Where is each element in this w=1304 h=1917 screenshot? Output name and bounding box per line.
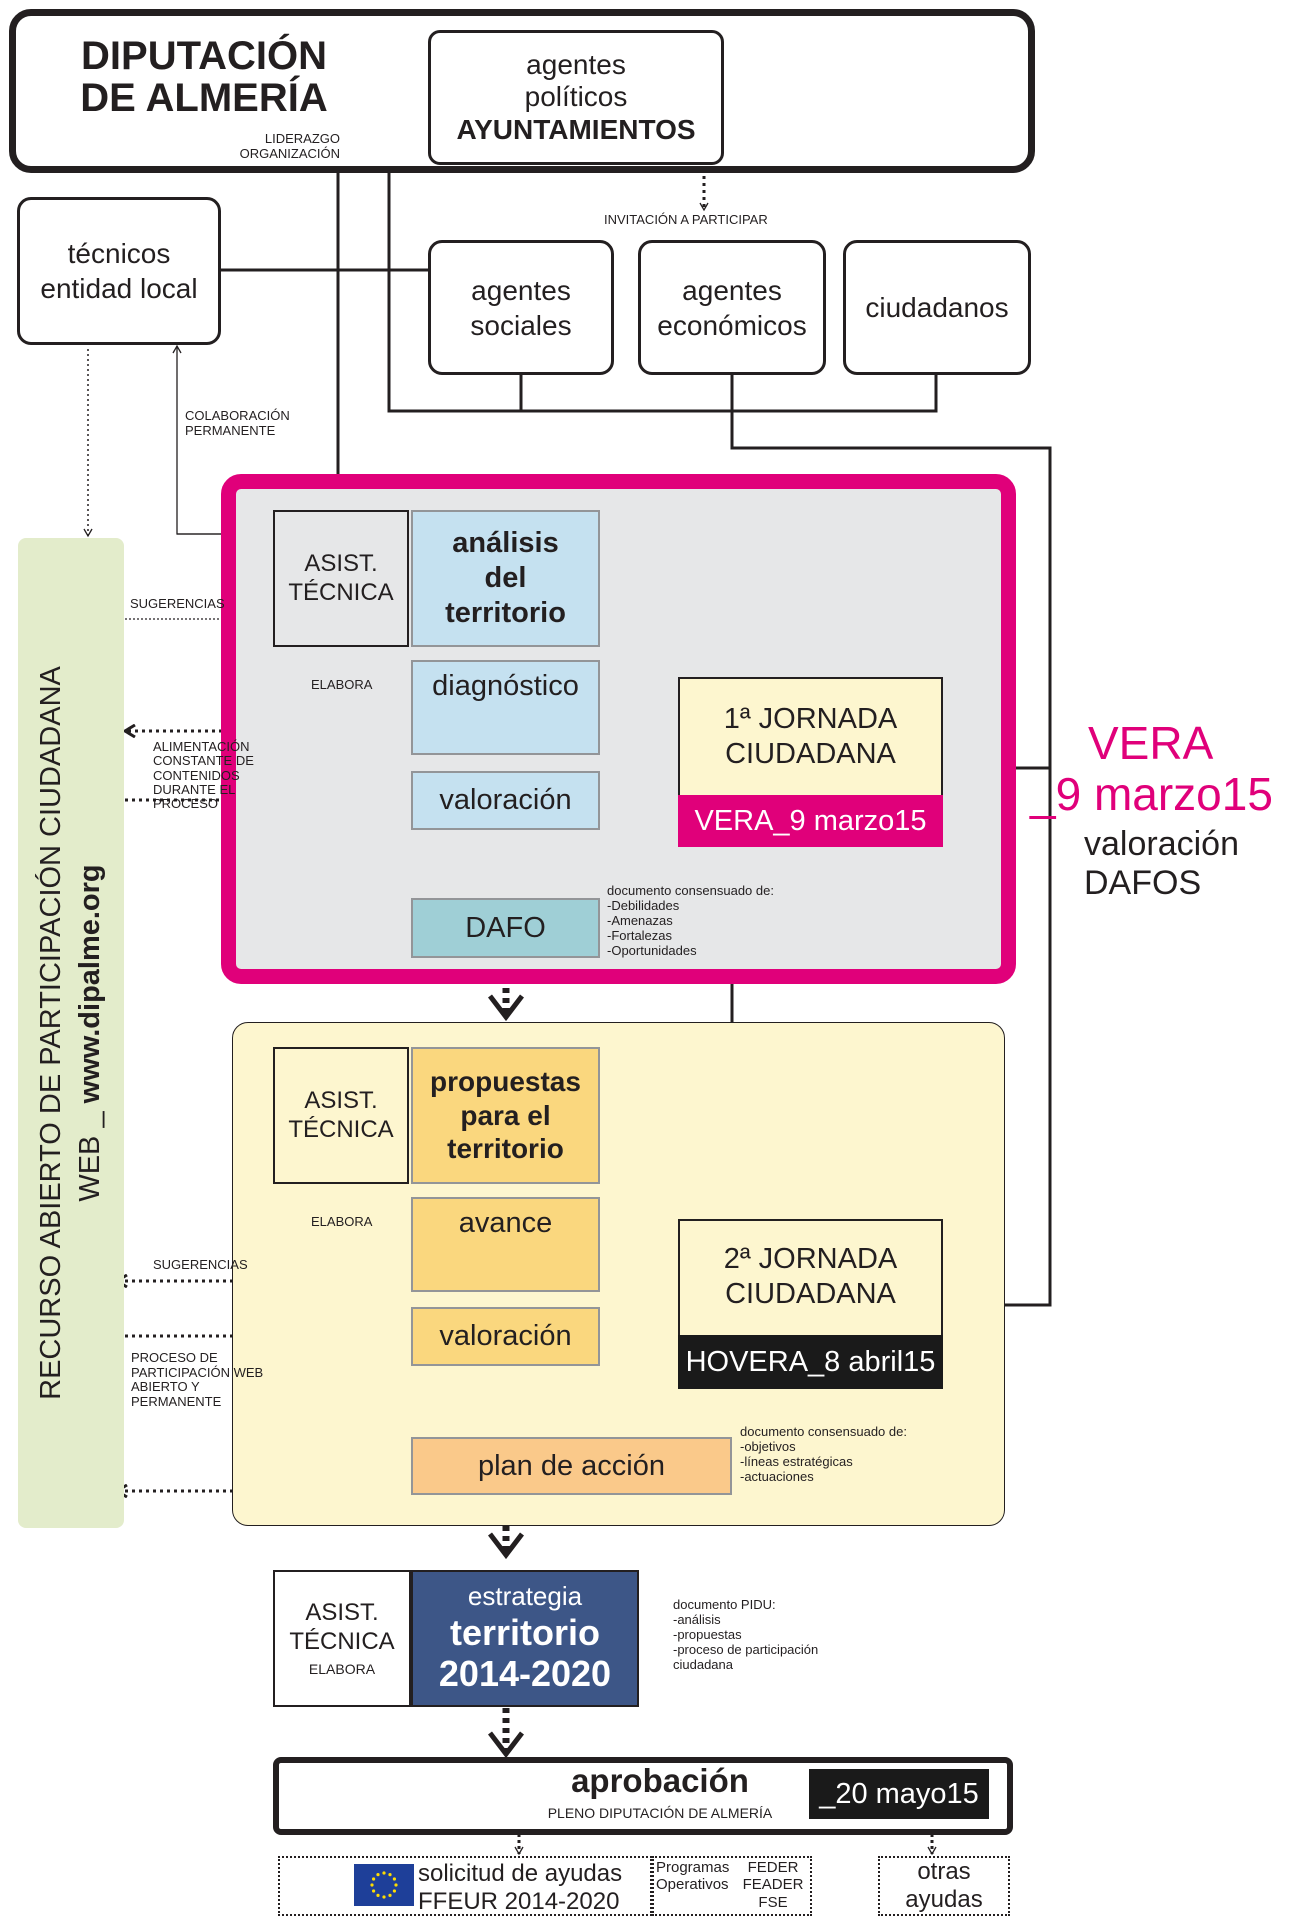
eu-flag-icon (354, 1864, 414, 1906)
solicitud-text: solicitud de ayudas FFEUR 2014-2020 (418, 1860, 623, 1915)
phase2-elabora-label: ELABORA (311, 1214, 373, 1229)
programas-label: Programas Operativos (656, 1859, 730, 1894)
alimentacion-label: ALIMENTACIÓN CONSTANTE DE CONTENIDOS DUR… (153, 739, 254, 812)
strategy-box: estrategia territorio 2014-2020 (411, 1570, 639, 1707)
vera-note: VERA _9 marzo15 valoración DAFOS (1030, 718, 1300, 903)
web-resource-bar (18, 538, 124, 1528)
solicitud-box (278, 1856, 652, 1916)
propuestas-box: propuestas para el territorio (411, 1047, 600, 1184)
web-resource-text: RECURSO ABIERTO DE PARTICIPACIÓN CIUDADA… (34, 666, 106, 1400)
diputacion-subtitle: LIDERAZGO ORGANIZACIÓN (239, 131, 340, 161)
vera-note-date: _9 marzo15 (1030, 767, 1273, 820)
avance-box: avance (411, 1197, 600, 1292)
otras-ayudas-box: otras ayudas (878, 1856, 1010, 1916)
phase1-asist-tecnica: ASIST. TÉCNICA (273, 510, 409, 647)
strategy-document-note: documento PIDU: -análisis -propuestas -p… (673, 1597, 819, 1672)
strategy-asist-tecnica: ASIST. TÉCNICA ELABORA (273, 1570, 411, 1707)
aprobacion-date: _20 mayo15 (809, 1769, 989, 1819)
diputacion-title: DIPUTACIÓN DE ALMERÍA (30, 32, 378, 122)
vera-note-subtitle-2: DAFOS (1084, 864, 1202, 903)
colaboracion-label: COLABORACIÓN PERMANENTE (185, 408, 290, 438)
phase1-valoracion-box: valoración (411, 771, 600, 830)
proceso-label: PROCESO DE PARTICIPACIÓN WEB ABIERTO Y P… (131, 1350, 264, 1409)
eu-stars (370, 1871, 398, 1899)
web-url-link[interactable]: www.dipalme.org (74, 864, 106, 1104)
tecnicos-box: técnicos entidad local (17, 197, 221, 345)
phase2-sugerencias-label: SUGERENCIAS (153, 1257, 248, 1272)
agentes-sociales-box: agentes sociales (428, 240, 614, 375)
plan-accion-box: plan de acción (411, 1437, 732, 1495)
plan-document-note: documento consensuado de: -objetivos -lí… (740, 1424, 907, 1484)
ciudadanos-box: ciudadanos (843, 240, 1031, 375)
jornada1-title: 1ª JORNADA CIUDADANA (723, 703, 898, 770)
phase1-sugerencias-label: SUGERENCIAS (130, 596, 225, 611)
vera-note-subtitle-1: valoración (1084, 825, 1239, 864)
analisis-box: análisis del territorio (411, 510, 600, 647)
programas-funds: FEDER FEADER FSE (742, 1859, 804, 1911)
jornada1-date: VERA_9 marzo15 (678, 795, 943, 847)
jornada2-date: HOVERA_8 abril15 (678, 1335, 943, 1389)
phase2-valoracion-box: valoración (411, 1307, 600, 1366)
dafo-box: DAFO (411, 898, 600, 958)
diagnostico-box: diagnóstico (411, 660, 600, 755)
dafo-document-note: documento consensuado de: -Debilidades -… (607, 883, 774, 958)
jornada2-title: 2ª JORNADA CIUDADANA (723, 1243, 898, 1310)
phase2-asist-tecnica: ASIST. TÉCNICA (273, 1047, 409, 1184)
agentes-politicos-box: agentes políticos AYUNTAMIENTOS (428, 30, 724, 165)
vera-note-title: VERA (1088, 717, 1214, 769)
phase1-elabora-label: ELABORA (311, 677, 373, 692)
programas-box (652, 1856, 812, 1916)
agentes-economicos-box: agentes económicos (638, 240, 826, 375)
aprobacion-title: aprobación (571, 1762, 749, 1799)
invitation-label: INVITACIÓN A PARTICIPAR (604, 212, 768, 227)
aprobacion-subtitle: PLENO DIPUTACIÓN DE ALMERÍA (547, 1805, 773, 1821)
title-line1: DIPUTACIÓN (81, 34, 327, 78)
title-line2: DE ALMERÍA (80, 76, 328, 120)
